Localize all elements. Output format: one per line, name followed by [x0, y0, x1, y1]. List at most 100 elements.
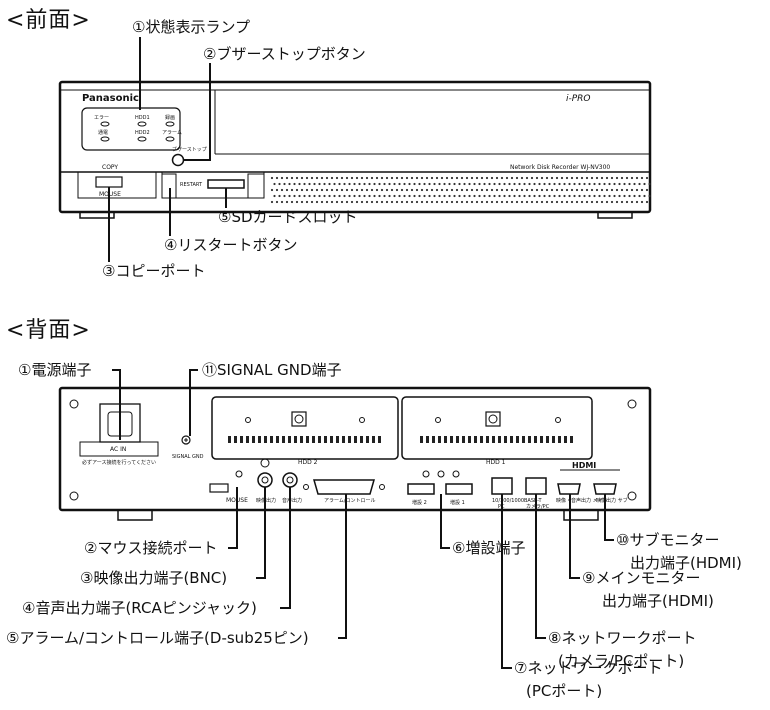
vent-hole	[425, 176, 429, 180]
vent-hole	[513, 182, 516, 186]
vent-hole	[618, 182, 621, 186]
vent-hole	[630, 200, 634, 204]
hdd-vent-slot	[450, 436, 453, 443]
vent-hole	[635, 188, 639, 192]
vent-hole	[320, 200, 324, 204]
vent-hole	[573, 194, 576, 198]
vent-hole	[430, 200, 434, 204]
vent-hole	[318, 182, 321, 186]
model-label: Network Disk Recorder WJ-NV300	[510, 164, 610, 171]
vent-hole	[390, 188, 394, 192]
vent-hole	[568, 182, 571, 186]
vent-hole	[313, 194, 316, 198]
vent-hole	[275, 176, 279, 180]
hdd-vent-slot	[354, 436, 357, 443]
vent-hole	[275, 200, 279, 204]
hdd-vent-slot	[342, 436, 345, 443]
vent-hole	[465, 200, 469, 204]
hdd-vent-slot	[534, 436, 537, 443]
vent-hole	[423, 194, 426, 198]
hdd1-label: HDD 1	[486, 459, 506, 466]
vent-hole	[638, 182, 641, 186]
vent-hole	[528, 182, 531, 186]
vent-hole	[625, 176, 629, 180]
vent-hole	[378, 194, 381, 198]
vent-hole	[338, 182, 341, 186]
vent-hole	[490, 176, 494, 180]
vent-hole	[648, 182, 651, 186]
vent-hole	[465, 188, 469, 192]
vent-hole	[310, 176, 314, 180]
vent-hole	[460, 200, 464, 204]
vent-hole	[275, 188, 279, 192]
hdd-vent-slot	[426, 436, 429, 443]
vent-hole	[420, 176, 424, 180]
vent-hole	[578, 182, 581, 186]
ext-port-1	[445, 483, 473, 495]
vent-hole	[398, 194, 401, 198]
vent-hole	[555, 200, 559, 204]
vent-hole	[645, 176, 649, 180]
vent-hole	[278, 182, 281, 186]
vent-hole	[510, 176, 514, 180]
vent-hole	[628, 194, 631, 198]
hdd-vent-slot	[360, 436, 363, 443]
vent-hole	[393, 194, 396, 198]
vent-hole	[340, 188, 344, 192]
vent-hole	[625, 200, 629, 204]
vent-hole	[590, 188, 594, 192]
hdd-vents	[228, 436, 573, 443]
vent-hole	[435, 200, 439, 204]
vent-hole	[630, 176, 634, 180]
vent-hole	[355, 200, 359, 204]
video-out-label: 映像出力	[256, 497, 276, 504]
ext1-label: 増設 1	[450, 499, 465, 506]
vent-hole	[340, 200, 344, 204]
vent-hole	[605, 176, 609, 180]
vent-hole	[283, 194, 286, 198]
vent-hole	[598, 182, 601, 186]
vent-hole	[393, 182, 396, 186]
vent-hole	[608, 194, 611, 198]
vent-hole	[390, 200, 394, 204]
dsub25-connector	[313, 479, 375, 495]
vent-hole	[600, 200, 604, 204]
lamp-label: HDD1	[135, 115, 150, 121]
vent-hole	[533, 182, 536, 186]
callout-net-pc-2: (PCポート)	[526, 682, 603, 700]
vent-hole	[483, 182, 486, 186]
vent-hole	[505, 200, 509, 204]
sd-card-slot	[207, 179, 245, 189]
vent-hole	[370, 200, 374, 204]
vent-hole	[285, 176, 289, 180]
vent-hole	[390, 176, 394, 180]
vent-hole	[348, 194, 351, 198]
vent-hole	[423, 182, 426, 186]
vent-hole	[335, 188, 339, 192]
vent-hole	[533, 194, 536, 198]
vent-hole	[330, 200, 334, 204]
vent-hole	[605, 200, 609, 204]
vent-hole	[585, 200, 589, 204]
vent-hole	[395, 176, 399, 180]
vent-hole	[385, 176, 389, 180]
vent-hole	[408, 194, 411, 198]
vent-hole	[295, 188, 299, 192]
vent-hole	[640, 176, 644, 180]
vent-hole	[508, 182, 511, 186]
vent-hole	[475, 176, 479, 180]
hdd-vent-slot	[432, 436, 435, 443]
vent-hole	[600, 176, 604, 180]
vent-hole	[493, 182, 496, 186]
vent-hole	[545, 188, 549, 192]
front-section-title: <前面>	[6, 8, 91, 33]
vent-hole	[488, 182, 491, 186]
vent-hole	[560, 200, 564, 204]
hdd-vent-slot	[510, 436, 513, 443]
hdd-vent-slot	[474, 436, 477, 443]
vent-hole	[523, 182, 526, 186]
vent-hole	[483, 194, 486, 198]
vent-hole	[358, 182, 361, 186]
vent-hole	[353, 194, 356, 198]
vent-hole	[330, 176, 334, 180]
